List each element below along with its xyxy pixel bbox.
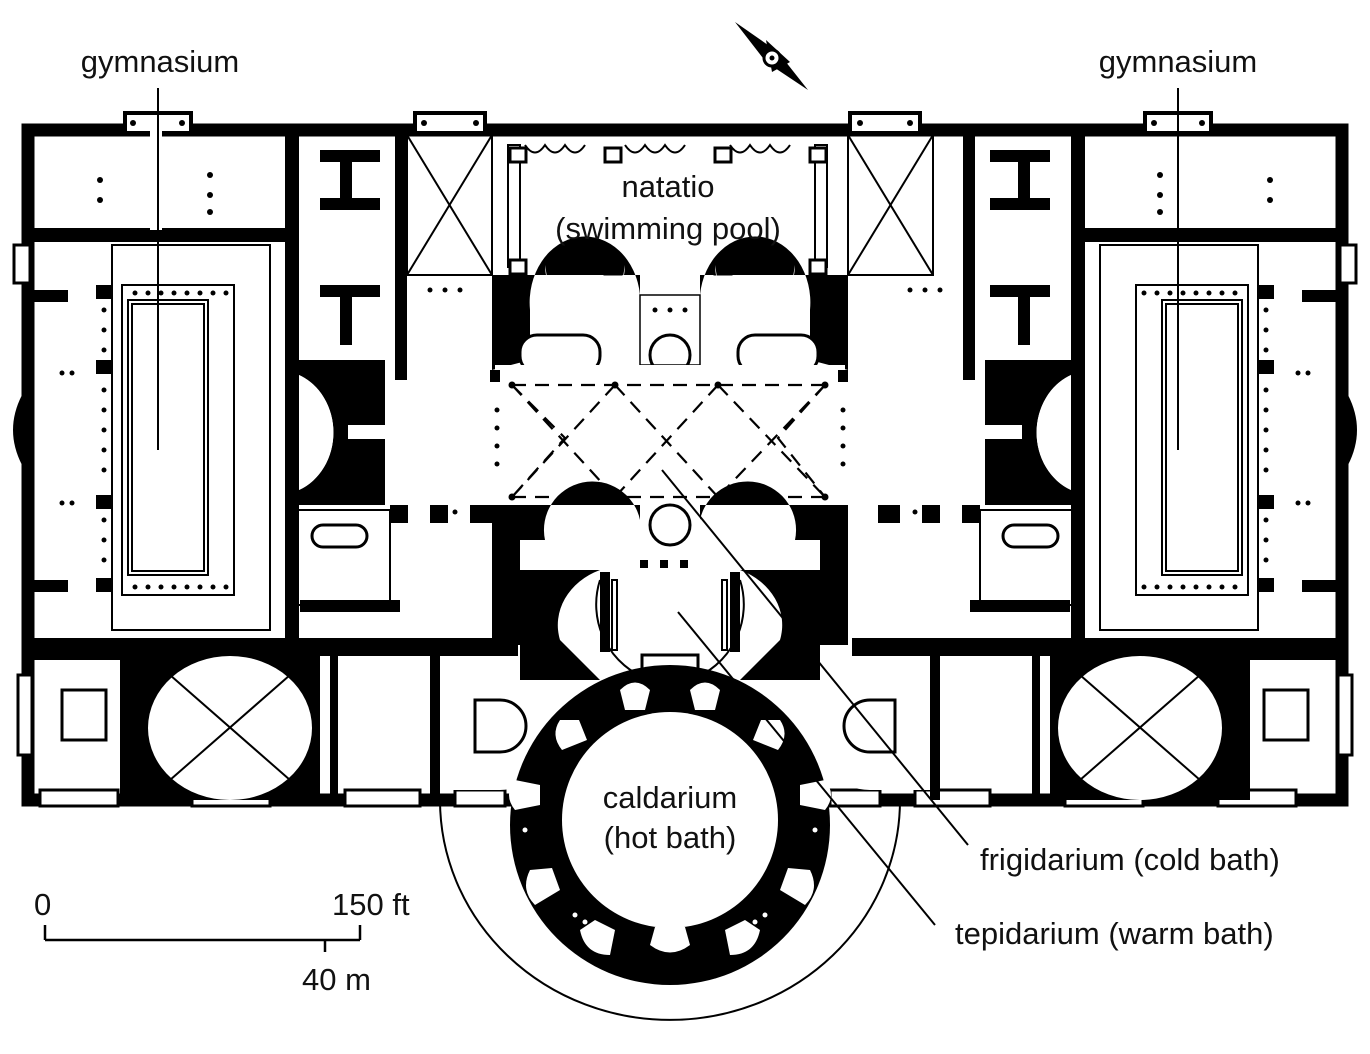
leader-lines (157, 88, 1179, 926)
natatio-label: natatio (621, 169, 714, 204)
scale-meters-label: 40 m (302, 962, 371, 997)
right-wing (878, 130, 1342, 650)
north-arrow-icon (735, 22, 808, 90)
tepidarium-label: tepidarium (warm bath) (955, 916, 1274, 951)
scale-start-label: 0 (34, 887, 51, 922)
caldarium-sublabel: (hot bath) (604, 820, 737, 855)
vestibules (406, 134, 934, 276)
caldarium-label: caldarium (603, 780, 737, 815)
left-colonnade (101, 290, 293, 590)
bottom-rooms-left (28, 638, 561, 800)
scale-feet-label: 150 ft (332, 887, 410, 922)
gymnasium-right-label: gymnasium (1099, 44, 1258, 79)
room-labels: gymnasium gymnasium natatio (swimming po… (60, 40, 1280, 951)
side-doors (12, 243, 1358, 757)
frigidarium-hall (490, 236, 848, 505)
tepidarium-block (492, 481, 848, 681)
left-wing (28, 130, 492, 650)
natatio-sublabel: (swimming pool) (555, 211, 781, 246)
frigidarium-label: frigidarium (cold bath) (980, 842, 1280, 877)
caldarium-rotunda (439, 665, 901, 1021)
bottom-rooms-right (809, 638, 1342, 800)
gymnasium-left-label: gymnasium (81, 44, 240, 79)
scale-bar: 0 150 ft 40 m (34, 887, 410, 997)
